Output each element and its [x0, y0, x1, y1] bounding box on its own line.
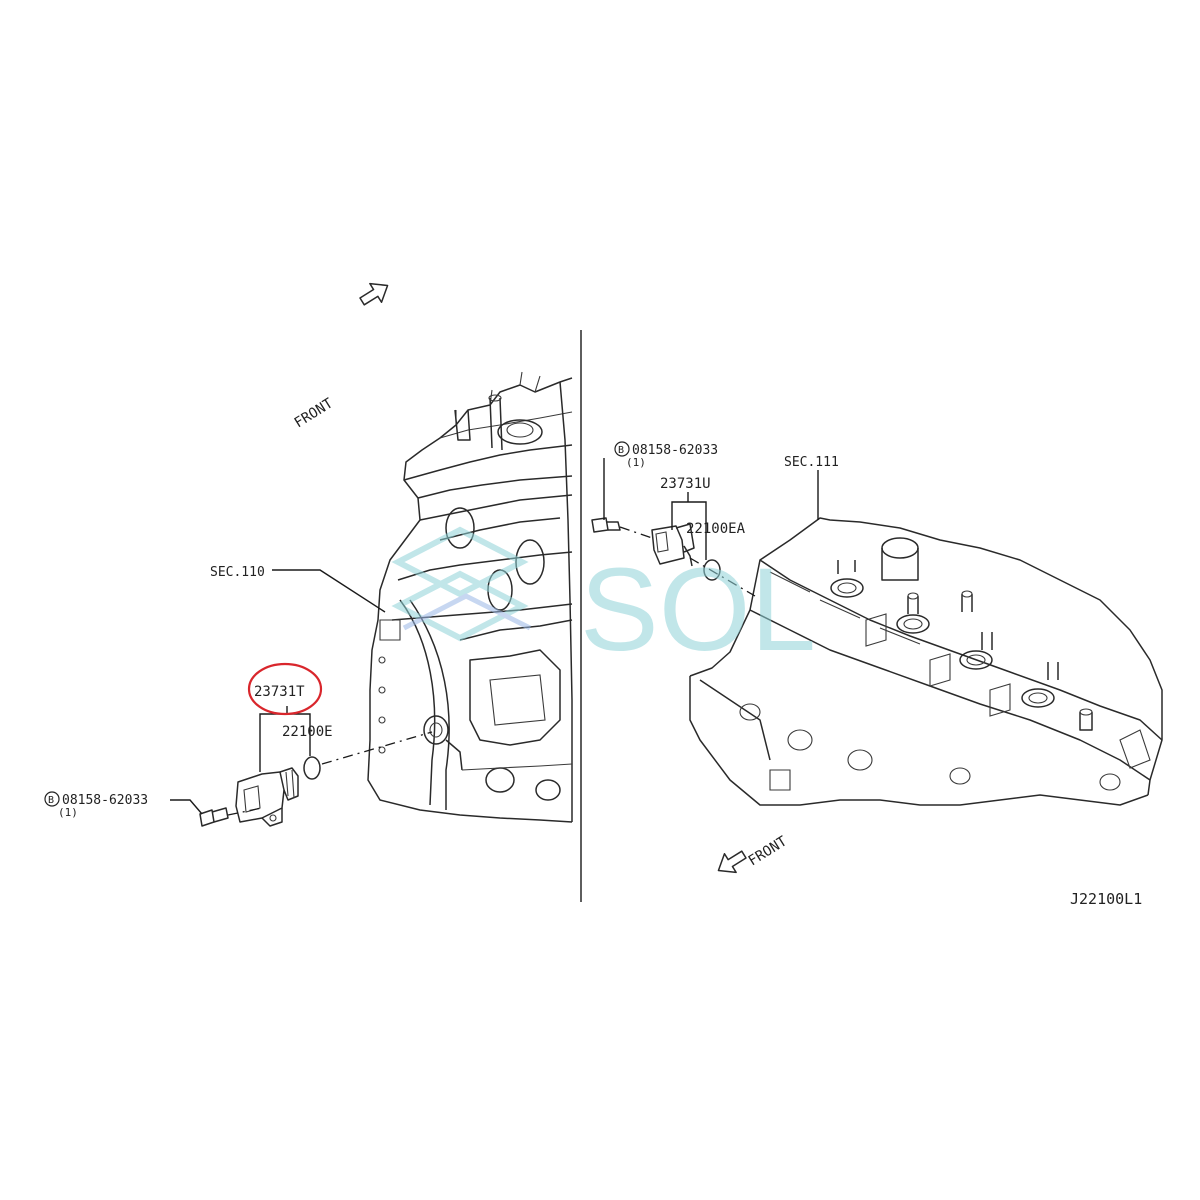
diagram-code: J22100L1	[1070, 890, 1142, 908]
left-cam-sensor	[235, 767, 299, 827]
watermark-text: SOL	[580, 544, 816, 676]
left-bolt-axis	[227, 807, 263, 816]
right-front-arrow-icon	[717, 850, 747, 874]
left-bolt-part-label: 08158-62033	[62, 793, 148, 808]
left-engine-block	[367, 371, 573, 823]
left-sensor-part-label: 23731T	[254, 684, 305, 700]
right-bolt	[591, 517, 621, 533]
left-part-bracket	[259, 713, 311, 772]
left-sensor-axis	[321, 731, 433, 765]
left-front-label: FRONT	[292, 395, 337, 431]
left-o-ring	[303, 756, 321, 780]
left-bolt-qty-label: (1)	[58, 806, 78, 819]
right-section-label: SEC.111	[784, 455, 839, 470]
left-bolt-marker-circle	[44, 791, 60, 807]
left-section-leader	[272, 569, 386, 613]
right-engine-head	[689, 517, 1163, 806]
right-bolt-qty-label: (1)	[626, 456, 646, 469]
left-bolt	[199, 807, 229, 827]
right-sensor-axis	[689, 557, 756, 597]
right-part-bracket	[671, 501, 707, 560]
left-section-label: SEC.110	[210, 565, 265, 580]
right-bolt-marker-circle	[614, 441, 630, 457]
right-sensor-part-label: 23731U	[660, 476, 711, 492]
left-bolt-marker: B	[48, 795, 54, 806]
right-o-ring	[703, 559, 721, 581]
left-bolt-leader	[170, 799, 203, 815]
right-bolt-part-label: 08158-62033	[632, 443, 718, 458]
watermark-logo	[391, 526, 532, 642]
left-oring-part-label: 22100E	[282, 724, 333, 740]
right-bolt-marker: B	[618, 445, 624, 456]
right-cam-sensor	[651, 523, 695, 567]
left-front-arrow-icon	[359, 282, 389, 306]
right-oring-part-label: 22100EA	[686, 521, 746, 537]
highlight-circle	[247, 662, 323, 716]
right-bolt-axis	[619, 526, 653, 539]
right-front-label: FRONT	[746, 833, 791, 869]
